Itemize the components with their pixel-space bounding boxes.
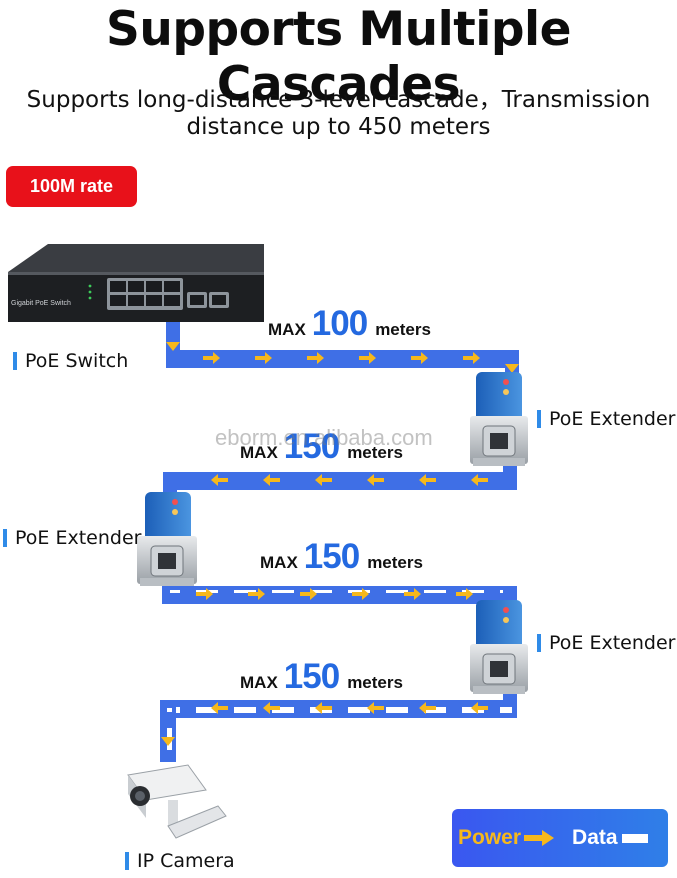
poe-extender-3-label: PoE Extender <box>537 632 675 654</box>
legend: Power Data <box>452 809 668 867</box>
label-marker <box>537 410 541 428</box>
poe-extender-2-label-text: PoE Extender <box>15 527 142 549</box>
poe-extender-device-2 <box>137 492 197 586</box>
poe-extender-1-label: PoE Extender <box>537 408 675 430</box>
distance-label-4: MAX 150 meters <box>240 657 403 697</box>
page-subtitle: Supports long-distance 3-level cascade，T… <box>0 87 677 141</box>
distance-value: 150 <box>283 427 340 466</box>
power-arrow-icon <box>524 830 555 846</box>
subtitle-line-2: distance up to 450 meters <box>186 114 491 140</box>
power-arrows-row-4 <box>161 702 488 746</box>
distance-max-text: MAX <box>240 673 278 692</box>
switch-panel-text: Gigabit PoE Switch <box>11 300 71 307</box>
distance-label-3: MAX 150 meters <box>260 537 423 577</box>
power-arrows-row-1 <box>166 342 519 373</box>
poe-extender-2-label: PoE Extender <box>3 527 141 549</box>
distance-unit: meters <box>375 320 431 339</box>
ip-camera-label-text: IP Camera <box>137 850 235 872</box>
poe-extender-device-3 <box>470 600 528 694</box>
poe-switch-label: PoE Switch <box>13 350 128 372</box>
ip-camera-label: IP Camera <box>125 850 235 872</box>
distance-value: 150 <box>283 657 340 696</box>
legend-power-label: Power <box>458 826 522 849</box>
data-dash-icon <box>621 833 648 843</box>
poe-extender-1-label-text: PoE Extender <box>549 408 676 430</box>
ip-camera-device <box>127 764 227 839</box>
rate-badge: 100M rate <box>6 166 137 207</box>
label-marker <box>537 634 541 652</box>
poe-switch-device <box>8 244 264 322</box>
distance-unit: meters <box>367 553 423 572</box>
poe-switch-label-text: PoE Switch <box>25 350 129 372</box>
power-flow-arrows <box>161 342 519 746</box>
poe-extender-3-label-text: PoE Extender <box>549 632 676 654</box>
cable-segment-3 <box>162 572 517 606</box>
power-arrows-row-3 <box>196 588 473 600</box>
power-arrows-row-2 <box>211 474 488 486</box>
distance-max-text: MAX <box>268 320 306 339</box>
distance-value: 150 <box>303 537 360 576</box>
cable-segment-1 <box>166 314 519 375</box>
cable-segment-4 <box>160 682 517 762</box>
distance-label-1: MAX 100 meters <box>268 304 431 344</box>
distance-max-text: MAX <box>240 443 278 462</box>
label-marker <box>3 529 7 547</box>
distance-max-text: MAX <box>260 553 298 572</box>
label-marker <box>125 852 129 870</box>
page-title: Supports Multiple Cascades <box>106 2 571 112</box>
distance-value: 100 <box>311 304 368 343</box>
distance-unit: meters <box>347 443 403 462</box>
poe-extender-device-1 <box>470 372 528 466</box>
label-marker <box>13 352 17 370</box>
distance-unit: meters <box>347 673 403 692</box>
legend-data-label: Data <box>572 826 618 849</box>
watermark: eborm.en.alibaba.com <box>215 425 433 450</box>
subtitle-line-1: Supports long-distance 3-level cascade，T… <box>26 87 651 113</box>
distance-label-2: MAX 150 meters <box>240 427 403 467</box>
